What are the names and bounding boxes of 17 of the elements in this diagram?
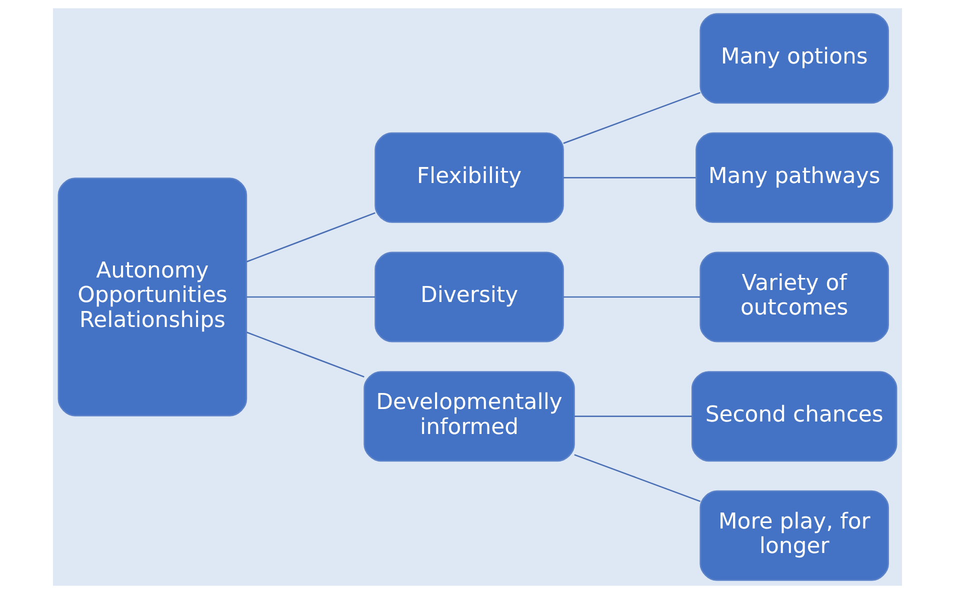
node-box: Developmentally informed xyxy=(363,371,574,462)
connector xyxy=(246,296,375,298)
connector xyxy=(574,416,692,417)
node-box: Many options xyxy=(699,13,888,104)
node-box: Flexibility xyxy=(374,132,564,223)
node-box: Variety of outcomes xyxy=(699,252,888,342)
connector xyxy=(246,332,364,378)
connector xyxy=(246,212,375,262)
node-box: More play, for longer xyxy=(699,490,888,581)
connector xyxy=(574,454,700,502)
node-box: Second chances xyxy=(690,371,897,462)
connector xyxy=(562,92,700,144)
node-box: Many pathways xyxy=(695,132,893,223)
connector xyxy=(562,177,696,178)
connector xyxy=(562,296,700,298)
node-box: Autonomy Opportunities Relationships xyxy=(57,178,247,416)
node-box: Diversity xyxy=(374,252,564,342)
